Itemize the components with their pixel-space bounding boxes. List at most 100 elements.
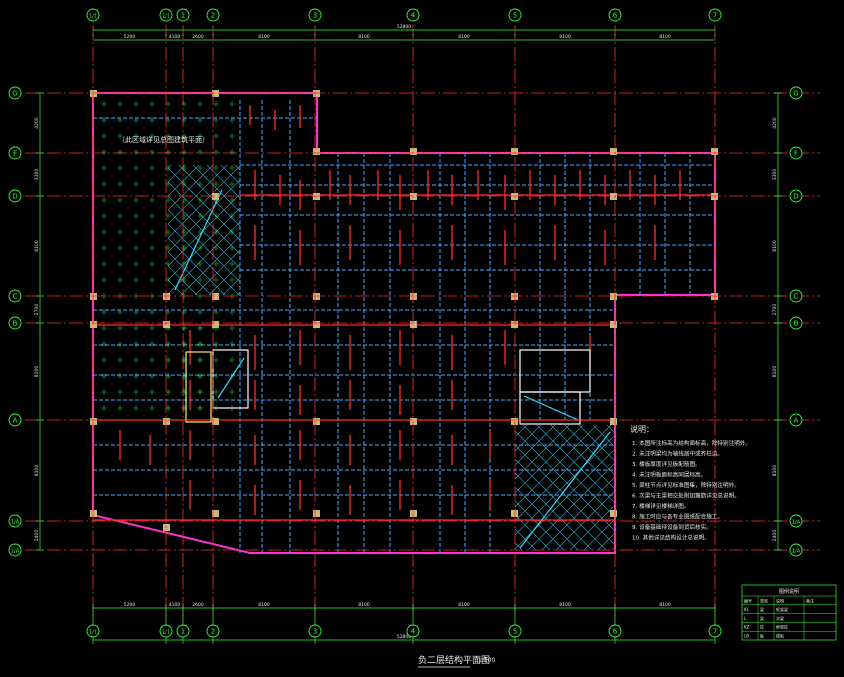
axis-bubble-col-top-7: 6: [608, 8, 622, 22]
left-dim-label: 8100: [34, 465, 40, 477]
top-dim-label: 5200: [124, 34, 136, 40]
bottom-dim-label: 5200: [124, 602, 136, 608]
axis-bubble-row-right-6: 1/A: [789, 514, 803, 528]
axis-bubble-row-right-4-label: B: [794, 320, 799, 328]
right-dim-label: 2400: [772, 530, 778, 542]
axis-bubble-row-right-1-label: F: [794, 150, 798, 158]
note-line: 6. 次梁与主梁相交处附加箍筋详见总说明。: [632, 492, 740, 500]
legend-cell: L: [744, 616, 747, 621]
plan-body: [90, 90, 718, 554]
note-line: 7. 楼梯详见楼梯详图。: [632, 502, 689, 510]
left-dim-label: 2400: [34, 530, 40, 542]
legend-cell: 说明: [776, 597, 784, 603]
note-line: 1. 本图所注标高为结构面标高，除特别注明外。: [632, 439, 751, 447]
axis-bubble-col-bottom-2: 1: [176, 624, 190, 638]
axis-bubble-row-left-2: D: [8, 189, 22, 203]
top-dim-label: 8100: [559, 34, 571, 40]
axis-bubble-row-right-3-label: C: [794, 293, 799, 301]
right-dim-label: 3300: [772, 169, 778, 181]
axis-bubble-col-bottom-6: 5: [508, 624, 522, 638]
top-dim-label: 2600: [192, 34, 204, 40]
top-total-label: 52800: [397, 24, 411, 30]
legend-cell: 板: [760, 633, 764, 639]
axis-bubble-col-top-4: 3: [308, 8, 322, 22]
axis-bubble-col-bottom-1: 1/1: [159, 624, 173, 638]
axis-bubble-col-bottom-5-label: 4: [411, 628, 416, 636]
right-dim-label: 8100: [772, 240, 778, 252]
bottom-dim-label: 8100: [258, 602, 270, 608]
legend-frame: [741, 584, 837, 641]
axis-bubble-col-bottom-8-label: 7: [713, 628, 717, 636]
axis-bubble-row-left-6-label: 1/A: [11, 520, 20, 526]
openings: [174, 189, 611, 549]
note-line: 3. 楼板厚度详见板配筋图。: [632, 460, 701, 468]
axis-bubble-col-bottom-0: 1/1: [86, 624, 100, 638]
legend-title: 图例说明: [779, 588, 799, 595]
left-dim-label: 8100: [34, 240, 40, 252]
axis-bubble-col-top-8: 7: [708, 8, 722, 22]
axis-bubble-col-top-5: 4: [406, 8, 420, 22]
legend-cell: 类型: [760, 597, 768, 603]
axis-bubble-col-top-2-label: 1: [181, 12, 185, 20]
axis-bubble-col-bottom-7: 6: [608, 624, 622, 638]
legend-cell: 备注: [806, 597, 814, 603]
left-dim-label: 8100: [34, 366, 40, 378]
dimension-chains: 5200 4100 2600 8100 8100 8100 8100 8100 52800 520…: [34, 24, 782, 644]
axis-bubble-col-top-5-label: 4: [411, 12, 416, 20]
axis-bubble-col-top-4-label: 3: [313, 12, 317, 20]
top-dim-label: 8100: [659, 34, 671, 40]
axis-bubble-col-top-6: 5: [508, 8, 522, 22]
note-line: 9. 设备基础待设备到货后核实。: [632, 523, 712, 531]
axis-bubble-col-top-6-label: 5: [513, 12, 517, 20]
axis-bubble-row-right-0-label: G: [793, 90, 798, 98]
right-dim-label: 8100: [772, 366, 778, 378]
axis-bubble-col-top-8-label: 7: [713, 12, 717, 20]
axis-bubble-col-top-7-label: 6: [613, 12, 618, 20]
bottom-total-label: 52800: [397, 634, 411, 640]
axis-bubble-row-right-4: B: [789, 316, 803, 330]
axis-bubble-row-left-5-label: A: [13, 417, 18, 425]
bottom-dim-label: 8100: [458, 602, 470, 608]
bottom-dim-label: 8100: [659, 602, 671, 608]
axis-bubble-row-left-6: 1/A: [8, 514, 22, 528]
axis-bubble-col-top-3: 2: [206, 8, 220, 22]
legend-cell: 梁: [760, 606, 764, 612]
axis-lines: [25, 25, 820, 620]
axis-bubble-row-left-3-label: C: [13, 293, 18, 301]
axis-bubble-row-right-1: F: [789, 146, 803, 160]
top-dim-label: 8100: [358, 34, 370, 40]
drawing-title: 负二层结构平面图: [418, 654, 490, 666]
axis-bubble-row-right-6-label: 1/A: [792, 520, 801, 526]
axis-bubble-col-bottom-3: 2: [206, 624, 220, 638]
notes-heading: 说明：: [630, 424, 654, 434]
axis-bubble-col-top-2: 1: [176, 8, 190, 22]
axis-bubble-col-top-1-label: 1/1: [162, 14, 170, 20]
axis-bubble-row-left-0-label: G: [12, 90, 17, 98]
axis-bubble-col-bottom-1-label: 1/1: [162, 630, 170, 636]
axis-bubble-row-right-2-label: D: [793, 193, 798, 201]
right-dim-label: 8100: [772, 465, 778, 477]
hatched-zone-core: [168, 165, 240, 295]
legend-cell: 框架梁: [776, 606, 788, 612]
legend-cell: KL: [744, 607, 750, 612]
axis-bubble-row-left-4-label: B: [13, 320, 18, 328]
bottom-dim-label: 4100: [169, 602, 181, 608]
legend-cell: 楼板: [776, 633, 784, 639]
note-line: 4. 未注明板面标高同层标高。: [632, 471, 706, 479]
axis-bubble-row-right-2: D: [789, 189, 803, 203]
hatch-note: （此区域详见总图建筑平面）: [118, 135, 209, 144]
axis-bubble-col-bottom-5: 4: [406, 624, 420, 638]
axis-bubble-row-left-3: C: [8, 289, 22, 303]
note-line: 8. 施工时应与各专业图纸配合施工。: [632, 513, 723, 521]
axis-bubble-col-top-3-label: 2: [211, 12, 215, 20]
axis-bubble-col-bottom-8: 7: [708, 624, 722, 638]
axis-bubble-col-bottom-4-label: 3: [313, 628, 317, 636]
axis-bubble-row-left-7-label: 1/A: [11, 549, 20, 555]
legend-cell: 编号: [744, 597, 752, 603]
axis-bubble-row-left-0: G: [8, 86, 22, 100]
axis-bubble-row-left-7: 1/A: [8, 543, 22, 557]
axis-bubble-col-bottom-2-label: 1: [181, 628, 185, 636]
